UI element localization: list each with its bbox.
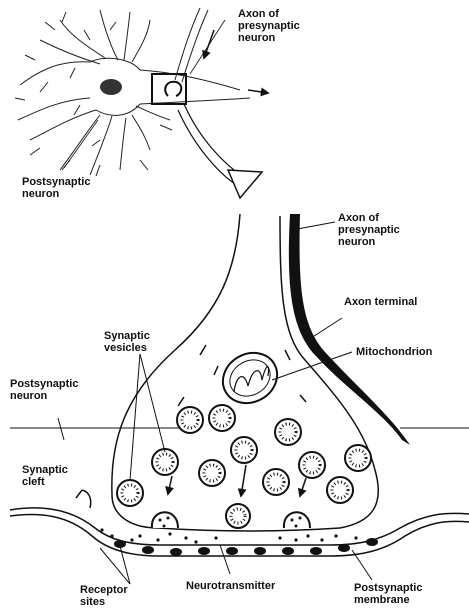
cleft-mark <box>76 490 91 508</box>
vesicle <box>152 449 178 475</box>
label-synaptic-cleft: Synaptic cleft <box>22 464 68 488</box>
label-axon-of-presynaptic-neuron: Axon of presynaptic neuron <box>338 212 400 248</box>
label-postsynaptic-neuron: Postsynaptic neuron <box>10 378 78 402</box>
label-neurotransmitter: Neurotransmitter <box>186 580 275 592</box>
zoom-arrow <box>178 104 262 198</box>
receptor-sites <box>114 538 378 556</box>
vesicle <box>327 477 353 503</box>
label-postsynaptic-membrane: Postsynaptic membrane <box>354 582 422 606</box>
label-synaptic-vesicles: Synaptic vesicles <box>104 330 150 354</box>
label-axon-terminal: Axon terminal <box>344 296 417 308</box>
vesicle <box>226 504 250 528</box>
cell-nucleus <box>100 79 122 95</box>
synaptic-vesicles <box>117 405 371 528</box>
vesicle <box>345 445 371 471</box>
label-mitochondrion: Mitochondrion <box>356 346 432 358</box>
vesicle <box>117 480 143 506</box>
vesicle <box>177 407 203 433</box>
mitochondrion <box>214 343 286 413</box>
label-postsynaptic-neuron-top: Postsynaptic neuron <box>22 176 90 200</box>
vesicle <box>231 437 257 463</box>
vesicle <box>209 405 235 431</box>
label-axon-of-presynaptic-neuron-top: Axon of presynaptic neuron <box>238 8 300 44</box>
label-receptor-sites: Receptor sites <box>80 584 128 608</box>
vesicle <box>263 469 289 495</box>
axon-membrane-shading <box>289 214 410 445</box>
vesicle <box>199 460 225 486</box>
vesicle <box>299 452 325 478</box>
vesicle <box>275 419 301 445</box>
